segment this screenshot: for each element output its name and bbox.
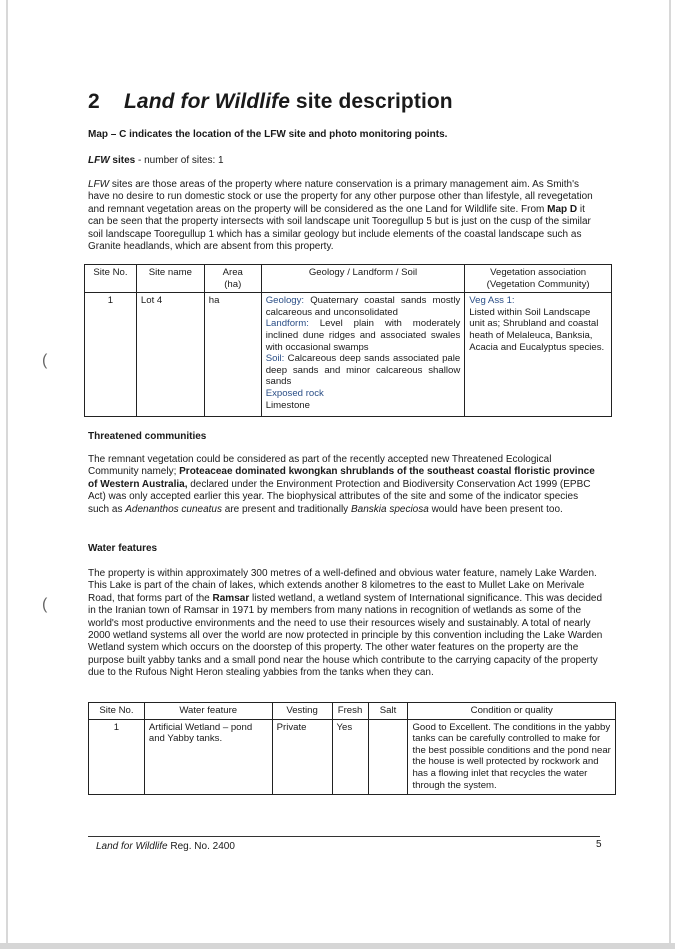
threatened-text-3: are present and traditionally <box>222 503 351 515</box>
ramsar-term: Ramsar <box>212 592 250 604</box>
header-vesting: Vesting <box>271 702 333 720</box>
water-paragraph: The property is within approximately 300… <box>88 568 604 680</box>
species-adenanthos: Adenanthos cuneatus <box>125 503 222 515</box>
header-site-no: Site No. <box>84 263 137 294</box>
intro-text-1: sites are those areas of the property wh… <box>88 179 593 215</box>
veg-ass-label: Veg Ass 1: <box>469 295 515 307</box>
cell-site-no: 1 <box>84 292 137 418</box>
water-table-header-row: Site No. Water feature Vesting Fresh Sal… <box>88 702 616 720</box>
threatened-heading-text: Threatened communities <box>88 431 207 442</box>
scan-edge-left <box>6 0 8 949</box>
section-title-rest: site description <box>290 90 453 113</box>
lfw-sites-label-rest: sites <box>109 155 136 166</box>
section-title-italic: Land for Wildlife <box>124 90 290 113</box>
water-table: Site No. Water feature Vesting Fresh Sal… <box>88 702 616 795</box>
header-area: Area (ha) <box>203 263 262 294</box>
soil-label: Soil: <box>265 353 285 365</box>
scan-edge-bottom <box>0 943 675 949</box>
cell-water-site-no: 1 <box>88 718 145 795</box>
cell-vesting: Private <box>271 718 333 795</box>
lfw-sites-line: LFW sites - number of sites: 1 <box>88 155 608 167</box>
cell-fresh: Yes <box>331 718 369 795</box>
intro-paragraph: LFW sites are those areas of the propert… <box>88 179 600 253</box>
scan-edge-right <box>669 0 671 949</box>
cell-salt <box>367 718 409 795</box>
threatened-heading: Threatened communities <box>88 431 608 443</box>
header-vegetation: Vegetation association (Vegetation Commu… <box>464 263 612 294</box>
cell-water-feature: Artificial Wetland – pond and Yabby tank… <box>143 718 273 795</box>
page-number: 5 <box>596 839 602 850</box>
lfw-sites-count: - number of sites: 1 <box>135 155 224 166</box>
water-heading-text: Water features <box>88 543 158 554</box>
species-banksia: Banskia speciosa <box>350 503 429 515</box>
header-fresh: Fresh <box>331 702 369 720</box>
footer-divider <box>88 836 600 837</box>
threatened-text-4: would have been present too. <box>428 503 563 515</box>
map-note: Map – C indicates the location of the LF… <box>88 129 608 141</box>
water-text-1: The property is within approximately 300… <box>88 568 597 604</box>
site-table: Site No. Site name Area (ha) Geology / L… <box>84 263 612 418</box>
site-table-header-row: Site No. Site name Area (ha) Geology / L… <box>84 263 612 294</box>
veg-ass-text: Listed within Soil Landscape unit as; Sh… <box>469 306 605 353</box>
header-salt: Salt <box>367 702 409 720</box>
geology-text: Quaternary coastal sands mostly calcareo… <box>265 295 461 318</box>
cell-site-name: Lot 4 <box>135 292 205 418</box>
header-geology: Geology / Landform / Soil <box>260 263 466 294</box>
intro-lfw: LFW <box>88 179 110 190</box>
landform-text: Level plain with moderately inclined dun… <box>265 318 461 353</box>
exposed-rock-text: Limestone <box>265 399 310 411</box>
table-row: 1 Artificial Wetland – pond and Yabby ta… <box>88 718 616 795</box>
soil-text: Calcareous deep sands associated pale de… <box>265 353 461 388</box>
lfw-sites-label-italic: LFW <box>88 155 110 166</box>
water-text-2: listed wetland, a wetland system of Inte… <box>88 592 603 679</box>
margin-mark: ( <box>42 596 48 613</box>
map-note-text: Map – C indicates the location of the LF… <box>88 129 448 140</box>
threatened-paragraph: The remnant vegetation could be consider… <box>88 454 600 516</box>
header-condition: Condition or quality <box>407 702 616 720</box>
cell-geology: Geology: Quaternary coastal sands mostly… <box>260 292 466 418</box>
footer-registration: Land for Wildlife Reg. No. 2400 <box>96 841 235 852</box>
header-site-name: Site name <box>135 263 205 294</box>
cell-condition: Good to Excellent. The conditions in the… <box>407 718 616 795</box>
threatened-text-2: declared under the Environment Protectio… <box>88 478 591 515</box>
geology-label: Geology: <box>265 295 305 307</box>
header-water-site-no: Site No. <box>88 702 145 720</box>
cell-vegetation: Veg Ass 1: Listed within Soil Landscape … <box>464 292 612 418</box>
water-heading: Water features <box>88 543 608 555</box>
footer-reg-no: Reg. No. 2400 <box>167 841 235 852</box>
header-water-feature: Water feature <box>143 702 273 720</box>
section-heading: 2 Land for Wildlife site description <box>88 90 453 114</box>
table-row: 1 Lot 4 ha Geology: Quaternary coastal s… <box>84 292 612 418</box>
intro-text-2: it can be seen that the property interse… <box>88 203 591 253</box>
landform-label: Landform: <box>265 318 309 330</box>
cell-area: ha <box>203 292 262 418</box>
threatened-text-1: The remnant vegetation could be consider… <box>88 454 552 478</box>
margin-mark: ( <box>42 352 48 369</box>
community-name: Proteaceae dominated kwongkan shrublands… <box>88 466 595 490</box>
section-number: 2 <box>88 90 100 113</box>
footer-lfw-italic: Land for Wildlife <box>96 841 168 852</box>
map-d-reference: Map D <box>547 203 578 215</box>
exposed-rock-label: Exposed rock <box>265 387 324 399</box>
